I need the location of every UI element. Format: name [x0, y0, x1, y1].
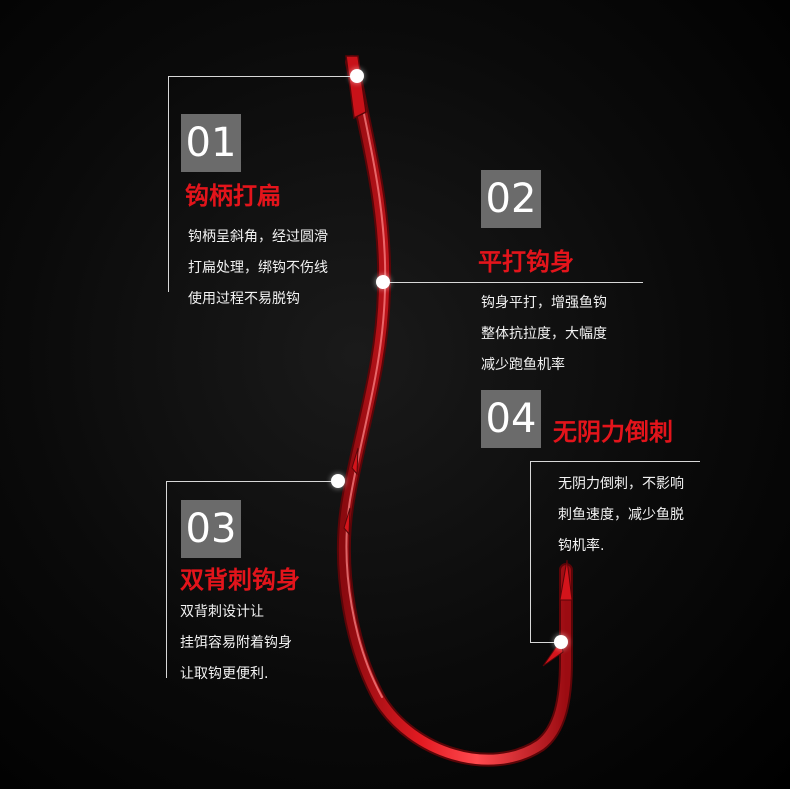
- callout-01-leader-side: [168, 76, 169, 292]
- callout-04-description: 无阴力倒刺，不影响 刺鱼速度，减少鱼脱 钩机率.: [558, 469, 684, 562]
- callout-03-line-2: 挂饵容易附着钩身: [180, 635, 292, 651]
- hook-back-spur-2: [343, 507, 351, 536]
- hook-body-shine: [345, 69, 387, 698]
- callout-02-description: 钩身平打，增强鱼钩 整体抗拉度，大幅度 减少跑鱼机率: [481, 288, 607, 381]
- callout-01-marker: [350, 69, 364, 83]
- callout-04-line-1: 无阴力倒刺，不影响: [558, 476, 684, 492]
- callout-02-line-2: 整体抗拉度，大幅度: [481, 326, 607, 342]
- callout-04-line-3: 钩机率.: [558, 538, 605, 554]
- hook-flat-shank: [345, 55, 367, 120]
- callout-03-line-1: 双背刺设计让: [180, 604, 264, 620]
- callout-03-title: 双背刺钩身: [180, 566, 300, 594]
- callout-04-leader-top: [530, 461, 700, 462]
- hook-body-highlight: [339, 57, 571, 765]
- callout-02-title: 平打钩身: [478, 248, 574, 276]
- callout-02-marker: [376, 275, 390, 289]
- callout-01-number: 01: [181, 114, 241, 172]
- callout-03-leader-top: [166, 481, 338, 482]
- callout-03-number: 03: [181, 500, 241, 558]
- callout-01-line-2: 打扁处理，绑钩不伤线: [188, 260, 328, 276]
- callout-03-leader-side: [166, 481, 167, 678]
- callout-01-title: 钩柄打扁: [185, 182, 281, 210]
- callout-02-number: 02: [481, 170, 541, 228]
- callout-03-line-3: 让取钩更便利.: [180, 666, 269, 682]
- callout-03-description: 双背刺设计让 挂饵容易附着钩身 让取钩更便利.: [180, 597, 292, 690]
- callout-01-description: 钩柄呈斜角，经过圆滑 打扁处理，绑钩不伤线 使用过程不易脱钩: [188, 222, 328, 315]
- hook-point: [559, 559, 573, 601]
- callout-02-line-3: 减少跑鱼机率: [481, 357, 565, 373]
- callout-04-leader-side: [530, 461, 531, 642]
- callout-01-leader-top: [168, 76, 358, 77]
- callout-04-marker: [554, 635, 568, 649]
- hook-back-spur-1: [351, 447, 359, 476]
- callout-03-marker: [331, 474, 345, 488]
- callout-04-title: 无阴力倒刺: [553, 418, 673, 446]
- callout-04-leader-bottom: [530, 642, 558, 643]
- callout-02-leader: [383, 282, 643, 283]
- callout-04-number: 04: [481, 390, 541, 448]
- callout-01-line-3: 使用过程不易脱钩: [188, 291, 300, 307]
- callout-04-line-2: 刺鱼速度，减少鱼脱: [558, 507, 684, 523]
- callout-02-line-1: 钩身平打，增强鱼钩: [481, 295, 607, 311]
- callout-01-line-1: 钩柄呈斜角，经过圆滑: [188, 229, 328, 245]
